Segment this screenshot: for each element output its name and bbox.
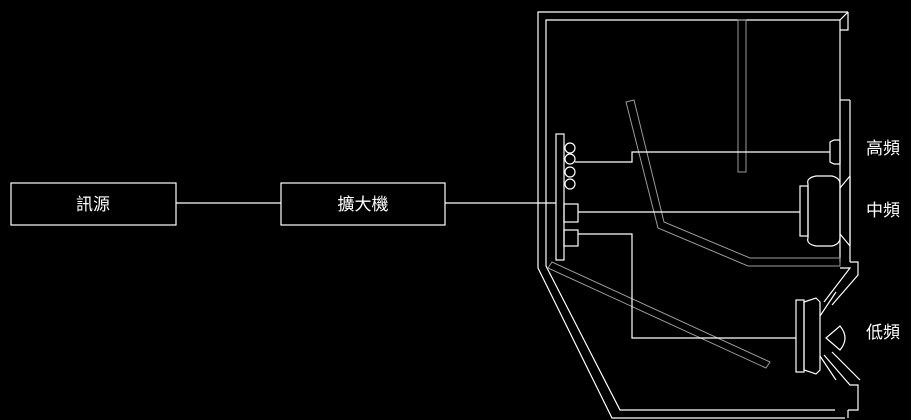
driver-wires <box>575 151 830 339</box>
amplifier-block: 擴大機 <box>280 182 446 226</box>
midrange-label: 中頻 <box>866 201 900 221</box>
tweeter-label: 高頻 <box>866 139 900 159</box>
woofer-driver <box>795 291 846 381</box>
tweeter-driver <box>829 139 841 165</box>
speaker-cabinet <box>537 11 861 419</box>
crossover-board <box>555 133 579 261</box>
midrange-driver <box>799 175 851 247</box>
woofer-label: 低頻 <box>866 323 900 343</box>
internal-panels <box>547 19 841 369</box>
amplifier-label: 擴大機 <box>338 195 389 215</box>
source-block: 訊源 <box>10 182 177 226</box>
source-label: 訊源 <box>76 195 110 215</box>
